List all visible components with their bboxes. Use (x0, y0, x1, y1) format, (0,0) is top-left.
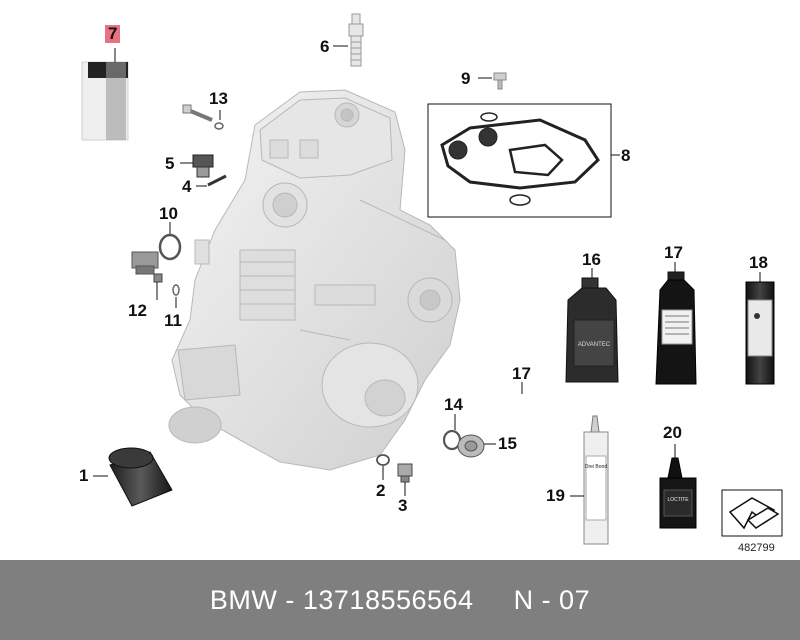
oil-bottle-label: ADVANTEC (578, 342, 611, 348)
engine-block (168, 89, 461, 471)
callout-13[interactable]: 13 (209, 89, 228, 108)
callout-10[interactable]: 10 (159, 204, 178, 223)
callout-16[interactable]: 16 (582, 250, 601, 269)
footer-bar: BMW - 13718556564 N - 07 (0, 560, 800, 640)
part-6-spark-plug (348, 13, 364, 67)
callout-3[interactable]: 3 (398, 496, 408, 515)
callout-7[interactable]: 7 (105, 25, 121, 43)
callout-2[interactable]: 2 (376, 481, 386, 500)
part-8-gasket (440, 112, 600, 206)
callout-4[interactable]: 4 (182, 177, 192, 196)
part-9-bolt (493, 72, 507, 90)
callout-1[interactable]: 1 (79, 466, 89, 485)
part-7-package (81, 61, 129, 141)
part-4-pin (207, 174, 227, 187)
callout-11[interactable]: 11 (164, 311, 182, 330)
reference-number: 482799 (738, 542, 775, 554)
reference-arrow-box (721, 489, 783, 537)
part-20-threadlocker: LOCTITE (659, 457, 697, 529)
part-17-coolant-bottle (655, 271, 697, 385)
part-18-spray-can (745, 281, 775, 385)
callout-12[interactable]: 12 (128, 301, 147, 320)
part-16-oil-bottle: ADVANTEC (565, 277, 619, 383)
sealant-label: Drei Bond (585, 464, 607, 470)
part-10-o-ring (158, 233, 182, 261)
callout-17-bottle[interactable]: 17 (664, 243, 683, 262)
part-3-drain-plug (397, 463, 413, 483)
diagram-drawing: ADVANTEC Drei Bond (81, 13, 783, 545)
parts-diagram: ADVANTEC Drei Bond (79, 13, 783, 554)
part-15-cap (457, 434, 485, 458)
callout-17[interactable]: 17 (512, 364, 531, 383)
callout-18[interactable]: 18 (749, 253, 768, 272)
part-1-oil-filter (108, 447, 173, 507)
callout-9[interactable]: 9 (461, 69, 471, 88)
threadlock-label: LOCTITE (667, 497, 689, 503)
callout-20[interactable]: 20 (663, 423, 682, 442)
part-11-washer (172, 284, 180, 296)
callout-5[interactable]: 5 (165, 154, 175, 173)
part-5-plug (192, 154, 214, 178)
callout-15[interactable]: 15 (498, 434, 517, 453)
part-8-frame (427, 103, 612, 218)
part-19-sealant-tube: Drei Bond (583, 415, 609, 545)
part-2-washer (376, 454, 390, 466)
callout-8[interactable]: 8 (621, 146, 631, 165)
part-12-screw (153, 273, 163, 283)
part-cap (131, 251, 159, 275)
callout-6[interactable]: 6 (320, 37, 330, 56)
part-number-caption: BMW - 13718556564 N - 07 (209, 584, 591, 615)
callout-19[interactable]: 19 (546, 486, 565, 505)
callout-14[interactable]: 14 (444, 395, 463, 414)
part-13-screw (182, 104, 224, 130)
